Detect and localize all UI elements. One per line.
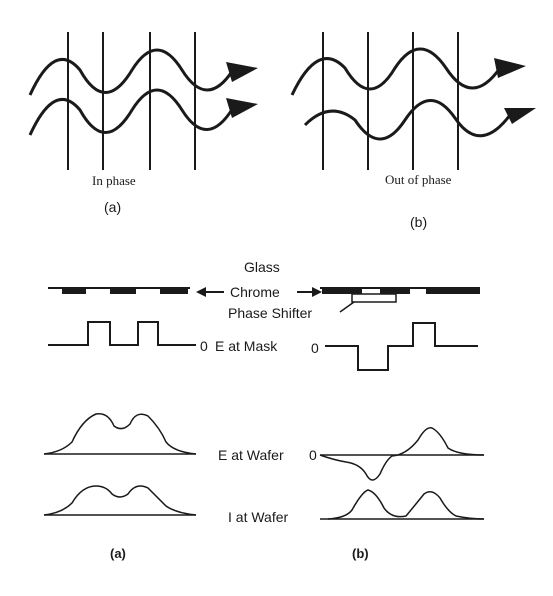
phase-shifter-block bbox=[351, 293, 397, 303]
chrome-label: Chrome bbox=[230, 284, 280, 300]
left-e-wafer-curve bbox=[43, 413, 197, 455]
out-of-phase-upper-arrowhead bbox=[494, 58, 526, 78]
panel-a-top-label: (a) bbox=[104, 199, 121, 215]
phase-shifter-pointer bbox=[339, 301, 355, 313]
panel-b-bottom-label: (b) bbox=[352, 546, 369, 561]
left-chrome-blocks bbox=[62, 288, 188, 294]
in-phase-caption: In phase bbox=[92, 173, 136, 188]
left-e-mask-zero: 0 bbox=[200, 338, 208, 354]
chrome-arrow-left bbox=[196, 287, 206, 297]
right-chrome-blocks bbox=[322, 288, 480, 294]
phase-shifter-label: Phase Shifter bbox=[228, 305, 312, 321]
left-i-wafer-curve bbox=[43, 485, 197, 516]
right-e-wafer-zero: 0 bbox=[309, 447, 317, 463]
i-wafer-label: I at Wafer bbox=[228, 509, 289, 525]
out-of-phase-vertical-lines bbox=[322, 32, 459, 170]
right-e-mask-trace bbox=[325, 322, 478, 371]
mask-diagram: Glass Chrome Phase Shifter 0 E at Mask 0 bbox=[43, 259, 485, 561]
panel-a-bottom-label: (a) bbox=[110, 546, 126, 561]
out-of-phase-upper-wave bbox=[290, 47, 502, 96]
out-of-phase-lower-wave bbox=[303, 99, 512, 141]
right-i-wafer-curve bbox=[327, 489, 485, 520]
right-e-mask-zero: 0 bbox=[311, 340, 319, 356]
out-of-phase-lower-arrowhead bbox=[504, 108, 536, 124]
left-e-mask-trace bbox=[48, 321, 196, 346]
glass-label: Glass bbox=[244, 259, 280, 275]
panel-b-top-label: (b) bbox=[410, 214, 427, 230]
right-e-wafer-curve bbox=[319, 427, 485, 481]
out-of-phase-panel: Out of phase (b) bbox=[290, 32, 536, 230]
in-phase-lower-wave bbox=[28, 88, 235, 136]
e-mask-label: E at Mask bbox=[215, 338, 278, 354]
in-phase-upper-wave bbox=[28, 48, 235, 96]
in-phase-upper-arrowhead bbox=[226, 62, 258, 82]
out-of-phase-caption: Out of phase bbox=[385, 172, 452, 187]
in-phase-panel: In phase (a) bbox=[28, 32, 258, 215]
e-wafer-label: E at Wafer bbox=[218, 447, 284, 463]
in-phase-lower-arrowhead bbox=[226, 98, 258, 118]
chrome-arrow-right bbox=[312, 287, 322, 297]
